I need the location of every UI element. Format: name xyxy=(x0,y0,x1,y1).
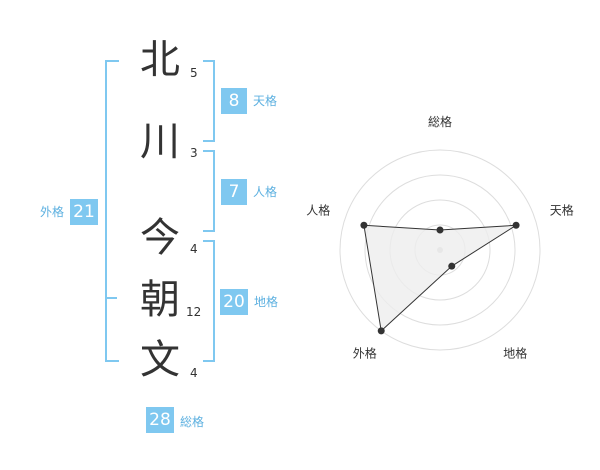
name-char-5: 文 xyxy=(140,337,180,383)
tenkaku-bracket xyxy=(203,60,215,142)
stroke-count-4: 12 xyxy=(186,305,202,319)
gaikaku-value: 21 xyxy=(70,199,98,225)
radar-ring-3 xyxy=(364,174,516,326)
radar-axis-label-5: 人格 xyxy=(306,202,330,217)
jinkaku-label: 人格 xyxy=(253,185,278,199)
name-char-3: 今 xyxy=(140,215,180,261)
radar-point-5 xyxy=(360,221,368,229)
name-char-1: 北 xyxy=(140,37,180,83)
stroke-count-1: 5 xyxy=(190,66,198,80)
chikaku-value: 20 xyxy=(220,289,248,315)
radar-axis-label-4: 外格 xyxy=(353,346,377,361)
radar-point-1 xyxy=(436,226,444,234)
name-char-4: 朝 xyxy=(140,277,180,323)
radar-point-3 xyxy=(448,262,456,270)
tenkaku-value: 8 xyxy=(221,88,247,114)
chikaku-label: 地格 xyxy=(254,295,279,309)
stroke-count-5: 4 xyxy=(190,366,198,380)
radar-ring-4 xyxy=(339,149,541,351)
jinkaku-bracket xyxy=(203,150,215,232)
radar-axis-label-2: 天格 xyxy=(550,202,574,217)
soukaku-label: 総格 xyxy=(180,415,205,429)
gaikaku-bracket xyxy=(105,60,119,362)
stroke-count-2: 3 xyxy=(190,146,198,160)
radar-point-4 xyxy=(377,327,385,335)
jinkaku-value: 7 xyxy=(221,179,247,205)
tenkaku-label: 天格 xyxy=(253,94,278,108)
name-char-2: 川 xyxy=(140,119,180,165)
radar-point-2 xyxy=(512,221,520,229)
gaikaku-bracket-divider xyxy=(107,297,117,299)
stroke-count-3: 4 xyxy=(190,242,198,256)
gaikaku-label: 外格 xyxy=(40,205,65,219)
radar-axis-label-1: 総格 xyxy=(428,114,452,129)
soukaku-value: 28 xyxy=(146,407,174,433)
chikaku-bracket xyxy=(203,240,215,362)
radar-axis-label-3: 地格 xyxy=(503,346,527,361)
radar-series-shape xyxy=(363,224,517,332)
